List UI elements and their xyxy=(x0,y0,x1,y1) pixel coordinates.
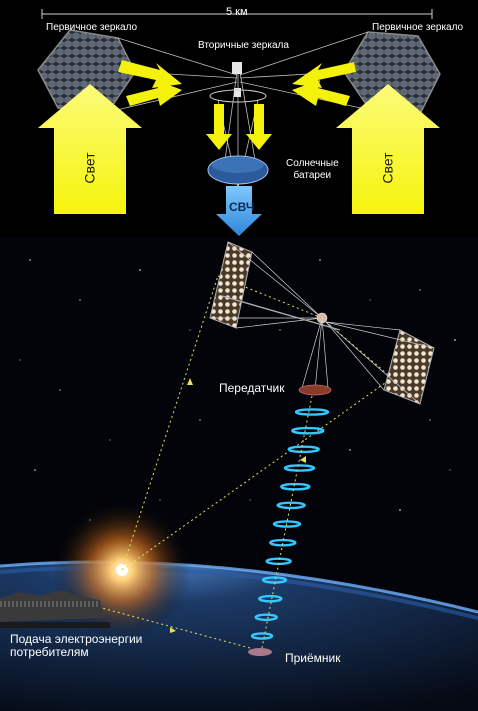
starfield xyxy=(19,259,456,521)
light-right-label: Свет xyxy=(379,152,396,184)
beam-ring xyxy=(287,445,320,454)
bottom-diagram xyxy=(0,237,478,711)
microwave-beam xyxy=(250,395,330,649)
transmitter-label: Передатчик xyxy=(219,381,285,395)
receiver-label: Приёмник xyxy=(285,651,341,665)
scale-label: 5 км xyxy=(226,6,248,18)
light-arrow-right xyxy=(336,84,440,214)
satellite-hub xyxy=(221,295,341,391)
light-left-label: Свет xyxy=(81,152,98,184)
city xyxy=(0,590,110,628)
solar-panels-disk xyxy=(207,155,269,185)
receiver xyxy=(248,648,272,656)
beam-ring xyxy=(294,408,330,416)
solar-panels-label: Солнечные батареи xyxy=(286,158,339,181)
beam-ring xyxy=(254,613,278,622)
beam-ring xyxy=(250,632,274,640)
microwave-label: СВЧ xyxy=(229,200,255,214)
primary-mirror-right-label: Первичное зеркало xyxy=(372,22,464,33)
beam-ring xyxy=(269,538,297,547)
beam-ring xyxy=(258,594,283,603)
top-diagram xyxy=(0,0,478,236)
beam-ring xyxy=(276,501,306,510)
power-line xyxy=(101,607,251,649)
sunlight-rays xyxy=(121,275,393,571)
light-arrow-left xyxy=(38,84,142,214)
transmitter-dish xyxy=(298,384,332,396)
primary-mirror-left-label: Первичное зеркало xyxy=(46,22,138,33)
microwave-arrow xyxy=(216,186,262,236)
reflected-light-arrows xyxy=(118,60,356,150)
beam-ring xyxy=(272,520,302,528)
beam-ring xyxy=(280,482,311,491)
scale-bar xyxy=(41,9,433,19)
satellite-mirror-right xyxy=(325,321,435,405)
secondary-mirrors-label: Вторичные зеркала xyxy=(198,40,289,51)
power-supply-label: Подача электроэнергии потребителям xyxy=(10,632,143,659)
beam-ring xyxy=(283,464,316,472)
beam-ring xyxy=(291,426,325,435)
satellite-mirror-left xyxy=(209,241,323,329)
secondary-mirrors xyxy=(209,62,267,103)
